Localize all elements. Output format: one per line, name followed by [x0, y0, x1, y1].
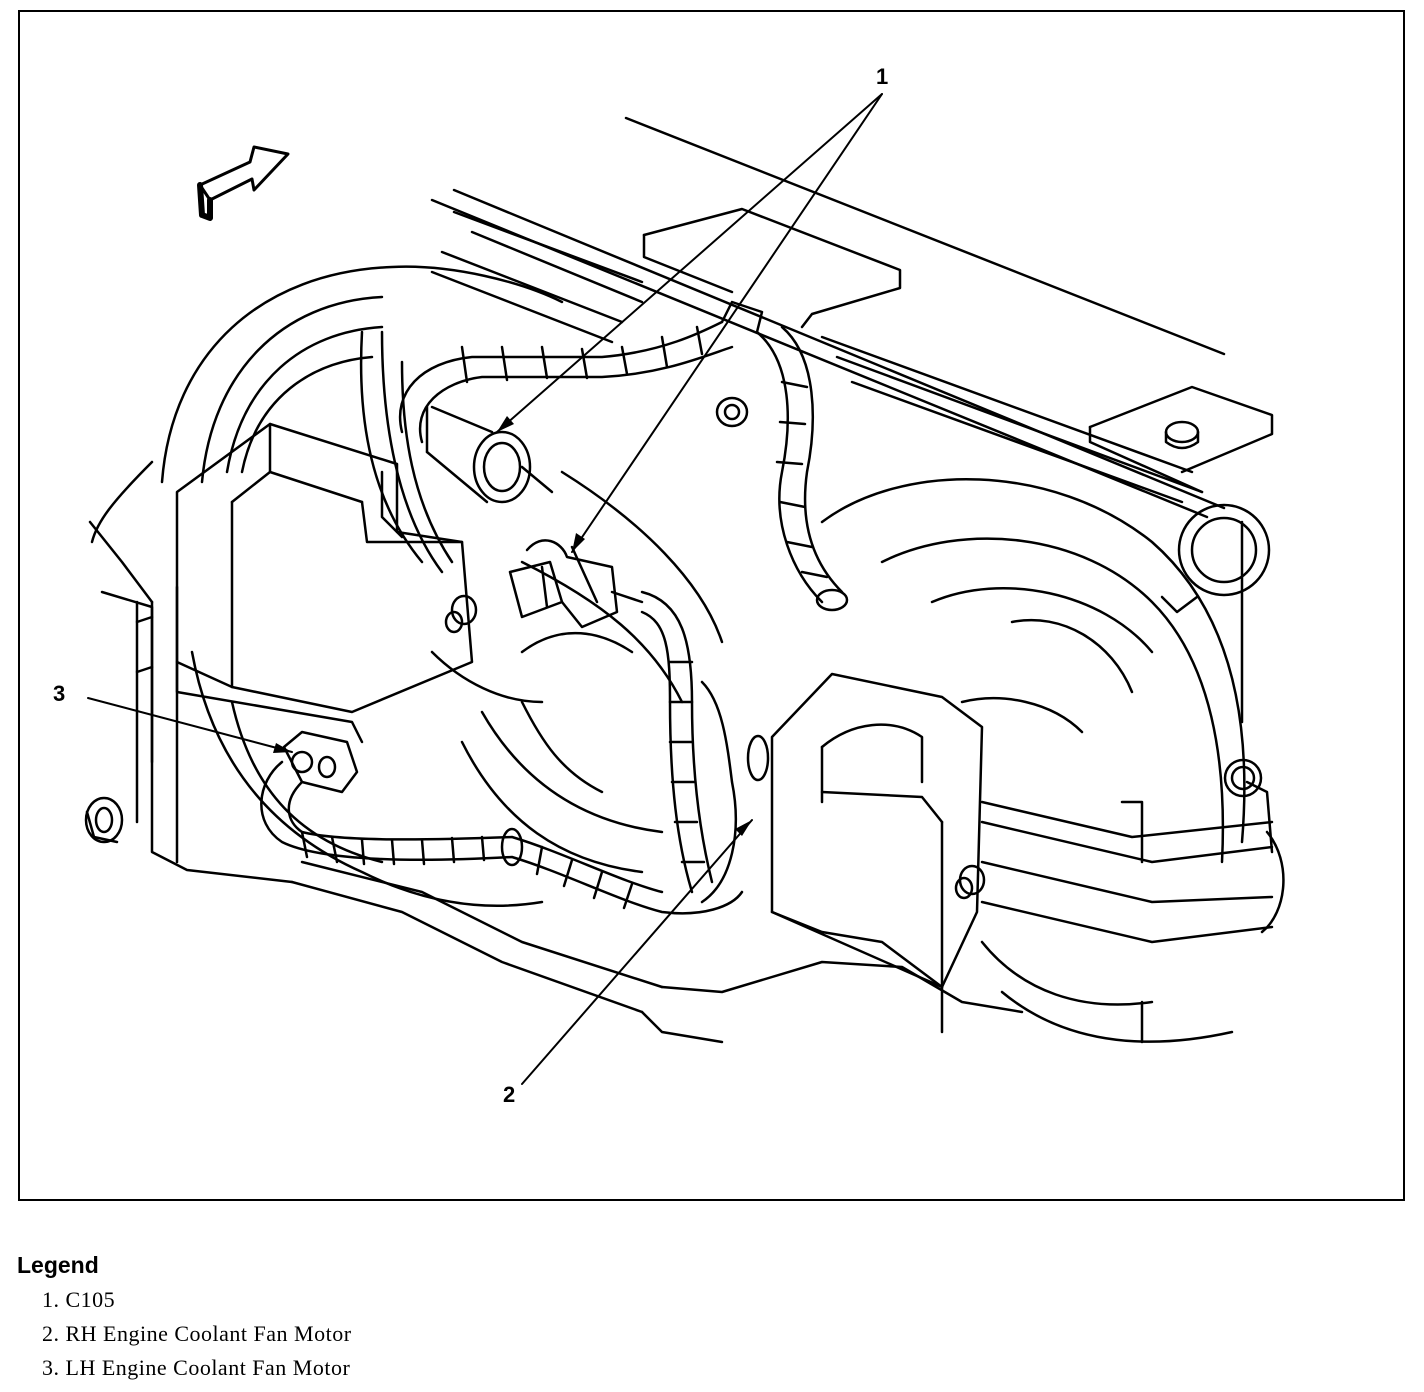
radiator-top: [430, 116, 1274, 519]
leader-arrowhead-1a: [497, 416, 514, 432]
wire-harness-lower: [260, 590, 744, 915]
c105-connector-lower: [508, 539, 644, 629]
legend-item-c105: 1. C105: [42, 1287, 116, 1312]
hose-fitting-icon: [1160, 503, 1271, 798]
wire-harness-upper: [398, 300, 849, 612]
leader-arrowhead-3: [273, 743, 292, 753]
callout-1: 1: [876, 64, 889, 89]
cross-rail: [980, 800, 1285, 944]
legend-item-lh-fan-motor: 3. LH Engine Coolant Fan Motor: [42, 1355, 351, 1380]
leader-arrowhead-1b: [572, 533, 585, 552]
callout-3: 3: [53, 681, 66, 706]
legend-item-rh-fan-motor: 2. RH Engine Coolant Fan Motor: [42, 1321, 352, 1346]
legend-title: Legend: [17, 1252, 99, 1278]
legend-list: 1. C105 2. RH Engine Coolant Fan Motor 3…: [17, 1283, 717, 1385]
c105-connector-upper: [425, 405, 554, 504]
leader-arrowhead-2: [735, 820, 752, 836]
front-direction-arrow-icon: [197, 145, 290, 221]
callout-2: 2: [503, 1082, 516, 1107]
rh-fan-motor-housing: [746, 672, 986, 989]
lh-fan-connector: [282, 730, 359, 794]
fan-shroud-right: [820, 478, 1274, 1043]
lower-structure: [520, 631, 1144, 1044]
leader-lines: [87, 93, 883, 1085]
top-bolt-icon: [715, 396, 1200, 450]
legend: Legend 1. C105 2. RH Engine Coolant Fan …: [17, 1252, 717, 1385]
fan-shroud-left: [160, 265, 724, 907]
engine-fan-illustration: [84, 93, 1285, 1085]
lh-fan-motor-housing: [175, 422, 478, 744]
diagram-frame: [18, 10, 1405, 1201]
